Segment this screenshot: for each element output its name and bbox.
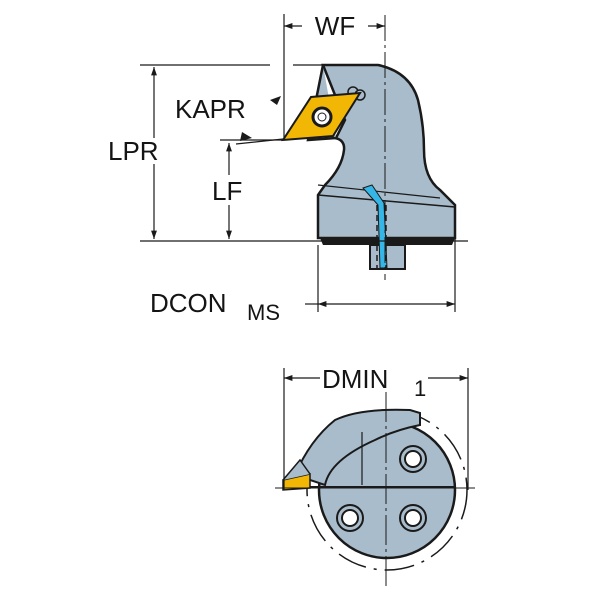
kapr-label: KAPR <box>175 94 246 124</box>
screw-hole-icon <box>399 445 427 473</box>
lf-label: LF <box>212 176 242 206</box>
dcon-subscript: MS <box>247 300 280 325</box>
screw-hole-icon <box>336 504 364 532</box>
dmin-subscript: 1 <box>414 376 426 401</box>
lpr-label: LPR <box>108 136 159 166</box>
tool-head-body <box>316 63 457 240</box>
coolant-channel <box>362 184 388 269</box>
wf-label: WF <box>315 11 355 41</box>
side-view: WF LPR LF KAPR DCON MS <box>108 11 468 325</box>
end-view: DMIN 1 <box>275 364 475 590</box>
shank <box>369 244 406 270</box>
insert-screw-icon <box>311 106 333 128</box>
screw-hole-icon <box>399 504 427 532</box>
dmin-label: DMIN <box>322 364 388 394</box>
dcon-label: DCON <box>150 288 227 318</box>
